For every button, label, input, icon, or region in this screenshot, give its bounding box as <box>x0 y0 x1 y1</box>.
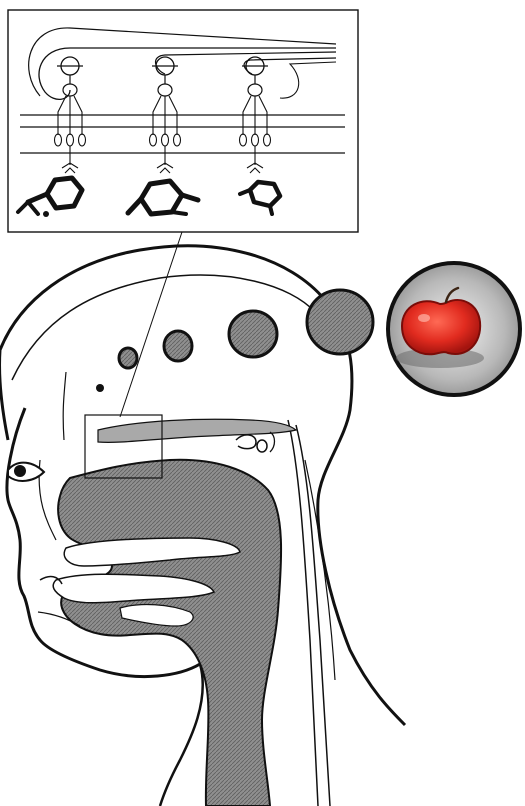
brain-node <box>307 290 373 354</box>
brain-node <box>164 331 192 361</box>
brain-node <box>119 348 137 368</box>
apple-icon <box>388 263 520 395</box>
brain-node <box>96 384 104 392</box>
olfactory-bulb-icon <box>96 290 373 392</box>
brain-node <box>229 311 277 357</box>
zoom-pointer-line <box>120 232 182 417</box>
inset-frame <box>8 10 358 232</box>
inset-panel <box>8 10 358 232</box>
nasal-cavity-icon <box>38 419 296 806</box>
